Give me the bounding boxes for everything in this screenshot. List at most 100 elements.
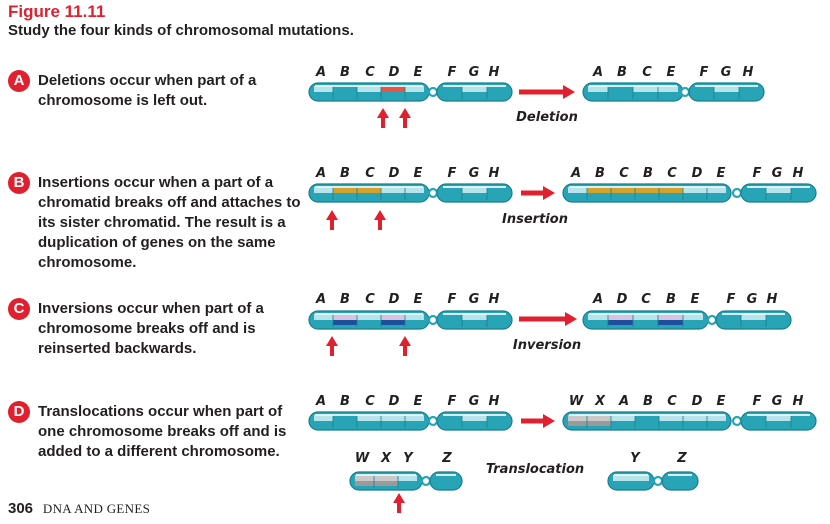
gene-label: D	[692, 394, 703, 409]
page-number: 306	[8, 500, 34, 517]
band-top	[766, 415, 791, 421]
chromatid-shine	[722, 313, 785, 315]
chromatid-shine	[356, 474, 416, 476]
band-bottom	[374, 481, 398, 486]
arrow-right-icon	[519, 85, 575, 99]
band-top	[357, 187, 381, 193]
chromatid-shine	[315, 313, 423, 315]
page-footer: 306 DNA AND GENES	[8, 500, 150, 517]
chromosome-deleted	[582, 82, 684, 102]
gene-label: H	[489, 292, 500, 307]
chromosome-second-result-right	[661, 471, 699, 491]
gene-label: B	[340, 292, 350, 307]
gene-label: F	[753, 166, 762, 181]
process-label: Translocation	[486, 462, 584, 477]
band-top	[613, 475, 649, 481]
gene-label: H	[793, 166, 804, 181]
chromatid-shine	[668, 474, 692, 476]
gene-label: F	[448, 65, 457, 80]
band-top	[381, 86, 405, 92]
centromere	[427, 187, 439, 199]
process-label: Inversion	[513, 338, 581, 353]
band-bottom	[355, 481, 374, 486]
band-bottom	[381, 320, 405, 325]
band-top	[405, 415, 424, 421]
centromere	[427, 86, 439, 98]
band-top	[608, 314, 633, 320]
gene-label: A	[315, 166, 326, 181]
gene-label: H	[489, 166, 500, 181]
band-top	[568, 415, 587, 421]
chromatid-shine	[443, 313, 506, 315]
figure-title: Figure 11.11	[8, 2, 106, 21]
band-bottom	[587, 421, 611, 426]
gene-label: F	[700, 65, 709, 80]
band-bottom	[658, 320, 683, 325]
band-top	[357, 415, 381, 421]
band-top	[381, 314, 405, 320]
section-badge: D	[8, 401, 30, 423]
band-top	[587, 415, 611, 421]
band-bottom	[608, 320, 633, 325]
centromere	[731, 415, 743, 427]
band-top	[333, 187, 357, 193]
gene-label: B	[643, 166, 653, 181]
gene-label: C	[365, 292, 375, 307]
gene-label: A	[315, 394, 326, 409]
gene-label: G	[772, 394, 783, 409]
band-top	[462, 86, 487, 92]
band-bottom	[333, 320, 357, 325]
section-insertion: B Insertions occur when a part of a chro…	[8, 172, 301, 272]
gene-label: B	[340, 166, 350, 181]
gene-label: G	[721, 65, 732, 80]
chromosome-inverted	[582, 310, 709, 330]
section-translocation: D Translocations occur when part of one …	[8, 401, 298, 463]
band-top	[462, 314, 487, 320]
chromosome-original-right	[436, 183, 513, 203]
running-title: DNA AND GENES	[42, 501, 151, 516]
gene-label: H	[489, 65, 500, 80]
chromosome-second-right	[429, 471, 463, 491]
chromatid-shine	[695, 85, 758, 87]
gene-label: B	[617, 65, 627, 80]
gene-label: A	[315, 65, 326, 80]
band-top	[611, 415, 635, 421]
band-top	[357, 314, 381, 320]
gene-label: E	[414, 166, 423, 181]
gene-label: C	[365, 65, 375, 80]
chromatid-shine	[614, 474, 648, 476]
chromatid-shine	[569, 414, 725, 416]
band-top	[314, 314, 333, 320]
arrow-right-icon	[521, 414, 555, 428]
band-top	[374, 475, 398, 481]
arrow-right-icon	[521, 186, 555, 200]
chromatid-shine	[569, 186, 725, 188]
gene-label: G	[469, 166, 480, 181]
section-badge: A	[8, 70, 30, 92]
arrow-up-icon	[374, 210, 386, 230]
gene-label: A	[315, 292, 326, 307]
gene-label: F	[448, 394, 457, 409]
chromosome-original	[308, 183, 430, 203]
gene-label: C	[365, 394, 375, 409]
centromere	[427, 314, 439, 326]
gene-label: H	[743, 65, 754, 80]
centromere	[706, 314, 718, 326]
chromosome-original-right	[436, 310, 513, 330]
band-top	[381, 415, 405, 421]
gene-label: C	[642, 65, 652, 80]
band-top	[635, 187, 659, 193]
band-top	[588, 314, 608, 320]
gene-label: G	[469, 292, 480, 307]
arrow-up-icon	[326, 210, 338, 230]
gene-label: G	[469, 65, 480, 80]
band-top	[658, 314, 683, 320]
chromosome-original-right	[436, 411, 513, 431]
gene-label: C	[619, 166, 629, 181]
gene-label: Z	[676, 451, 687, 466]
gene-label: G	[469, 394, 480, 409]
chromosome-deleted-right	[688, 82, 765, 102]
chromosome-original	[308, 411, 430, 431]
band-bottom	[568, 421, 587, 426]
gene-label: B	[595, 166, 605, 181]
